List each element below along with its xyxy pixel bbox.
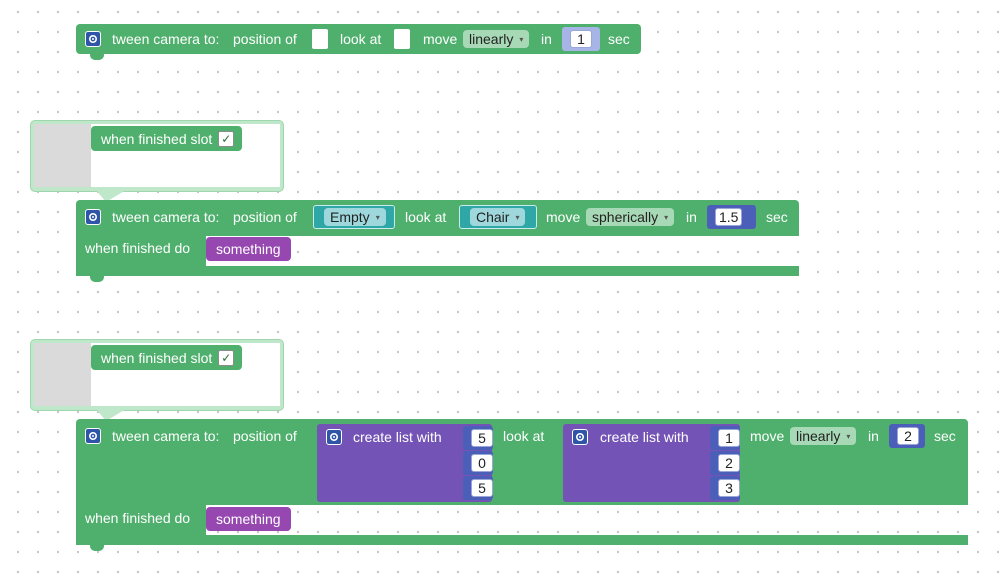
block-3-list1-item-0[interactable]: 5 [463, 426, 493, 450]
block-3-list1-item-2[interactable]: 5 [463, 476, 493, 500]
block-3-move-label: move [750, 428, 785, 444]
block-1-position-label: position of [233, 31, 297, 47]
block-3-next-connector [90, 545, 104, 551]
block-1-title: tween camera to: [112, 31, 220, 47]
gear-icon[interactable] [85, 31, 101, 47]
block-2-look-object[interactable]: Chair ▾ [459, 205, 537, 229]
block-3-in-label: in [868, 428, 879, 444]
comment-1-tail [96, 190, 126, 202]
block-2-look-label: look at [405, 209, 447, 225]
block-3-list1-item-1[interactable]: 0 [463, 451, 493, 475]
gear-icon[interactable] [326, 429, 342, 445]
comment-1-side [34, 124, 91, 187]
block-3-duration-block[interactable]: 2 [889, 424, 925, 448]
block-2-bottom-bar [76, 266, 799, 276]
block-3-position-label: position of [233, 428, 297, 444]
block-3-finished-procedure[interactable]: something [206, 507, 291, 531]
comment-2-side [34, 343, 91, 406]
block-3-list2-value-0[interactable]: 1 [718, 429, 740, 447]
block-1-next-connector [90, 54, 104, 60]
block-3-list2-label: create list with [600, 429, 689, 445]
gear-icon[interactable] [85, 209, 101, 225]
block-2-position-dropdown[interactable]: Empty ▾ [324, 208, 386, 226]
block-3-list2-item-0[interactable]: 1 [710, 426, 740, 450]
block-3-move-dropdown[interactable]: linearly ▾ [790, 427, 857, 445]
tween-block-2[interactable] [76, 200, 799, 236]
gear-icon[interactable] [572, 429, 588, 445]
block-1-duration-value[interactable]: 1 [570, 30, 592, 48]
block-3-position-list[interactable] [317, 424, 492, 502]
block-3-title: tween camera to: [112, 428, 220, 444]
block-2-move-dropdown[interactable]: spherically ▾ [586, 208, 675, 226]
chevron-down-icon: ▾ [846, 431, 851, 441]
block-2-in-label: in [686, 209, 697, 225]
block-3-list1-value-1[interactable]: 0 [471, 454, 493, 472]
block-2-finished-value: something [216, 241, 281, 257]
block-2-position-value: Empty [330, 209, 370, 225]
block-1-look-slot[interactable] [394, 29, 410, 49]
block-3-duration-value[interactable]: 2 [897, 427, 919, 445]
chevron-down-icon: ▾ [375, 212, 380, 222]
block-2-duration-block[interactable]: 1.5 [707, 205, 756, 229]
comment-1-label: when finished slot [101, 130, 213, 147]
chevron-down-icon: ▾ [664, 212, 669, 222]
block-2-finished-procedure[interactable]: something [206, 237, 291, 261]
chevron-down-icon: ▾ [515, 212, 520, 222]
block-3-list2-item-2[interactable]: 3 [710, 476, 740, 500]
block-1-look-label: look at [340, 31, 382, 47]
block-3-bottom-bar [76, 535, 968, 545]
gear-icon[interactable] [85, 428, 101, 444]
block-1-position-slot[interactable] [312, 29, 328, 49]
block-3-move-value: linearly [796, 428, 841, 444]
block-3-look-label: look at [503, 428, 545, 444]
tween-block-1[interactable] [76, 24, 641, 54]
block-1-sec-label: sec [608, 31, 630, 47]
block-2-finished-label: when finished do [85, 240, 191, 256]
block-2-move-label: move [546, 209, 581, 225]
block-1-in-label: in [541, 31, 552, 47]
block-2-title: tween camera to: [112, 209, 220, 225]
comment-2-checkbox[interactable]: ✓ [218, 349, 235, 366]
block-2-sec-label: sec [766, 209, 788, 225]
block-1-move-label: move [423, 31, 458, 47]
comment-1-checkbox[interactable]: ✓ [218, 130, 235, 147]
block-3-list2-value-2[interactable]: 3 [718, 479, 740, 497]
block-2-look-dropdown[interactable]: Chair ▾ [470, 208, 526, 226]
comment-2-tail [96, 409, 126, 421]
block-1-move-value: linearly [469, 31, 514, 47]
block-3-list1-value-2[interactable]: 5 [471, 479, 493, 497]
comment-1-slot-block[interactable]: when finished slot ✓ [91, 126, 243, 151]
comment-2-label: when finished slot [101, 349, 213, 366]
block-2-position-label: position of [233, 209, 297, 225]
block-3-finished-value: something [216, 511, 281, 527]
block-1-duration-block[interactable]: 1 [562, 27, 600, 51]
block-3-list1-value-0[interactable]: 5 [471, 429, 493, 447]
block-2-duration-value[interactable]: 1.5 [715, 208, 743, 226]
block-3-list2-item-1[interactable]: 2 [710, 451, 740, 475]
block-3-list2-value-1[interactable]: 2 [718, 454, 740, 472]
block-1-move-dropdown[interactable]: linearly ▾ [463, 30, 530, 48]
chevron-down-icon: ▾ [519, 34, 524, 44]
comment-2-slot-block[interactable]: when finished slot ✓ [91, 345, 243, 370]
block-2-position-object[interactable]: Empty ▾ [313, 205, 395, 229]
block-3-finished-label: when finished do [85, 510, 191, 526]
block-2-next-connector [90, 276, 104, 282]
block-3-list1-label: create list with [353, 429, 442, 445]
block-2-look-value: Chair [476, 209, 510, 225]
block-2-move-value: spherically [592, 209, 659, 225]
block-3-sec-label: sec [934, 428, 956, 444]
